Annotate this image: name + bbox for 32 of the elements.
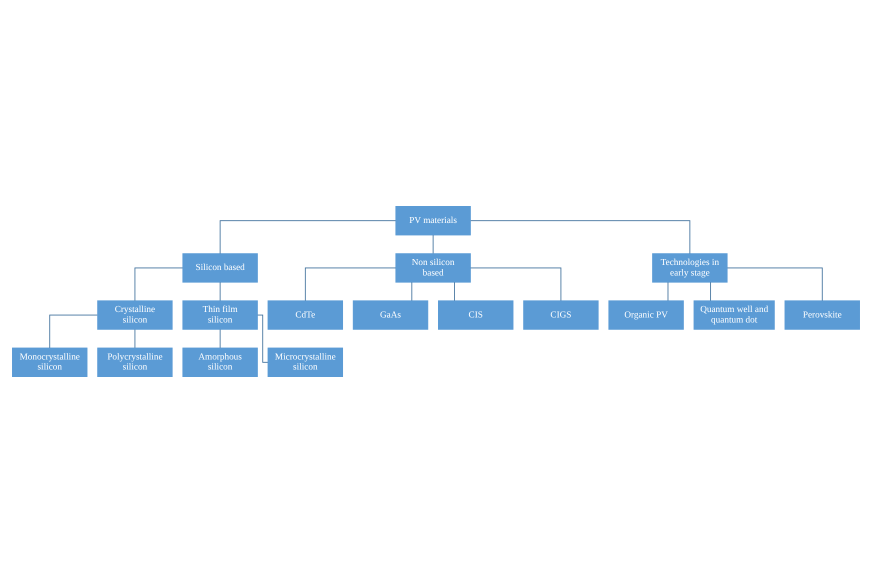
node-box: Microcrystalline silicon <box>268 347 344 376</box>
connector <box>257 314 268 362</box>
node-box: Technologies in early stage <box>652 252 728 282</box>
node-box: CdTe <box>268 300 344 330</box>
connector <box>220 281 221 301</box>
connector <box>49 314 98 348</box>
node-box: Perovskite <box>784 300 860 330</box>
node-box: Silicon based <box>182 252 258 282</box>
node-box: Crystalline silicon <box>97 300 173 330</box>
node-box: Monocrystalline silicon <box>12 347 88 376</box>
node-box: PV materials <box>395 206 471 235</box>
node-box: Amorphous silicon <box>182 347 258 376</box>
connector <box>304 266 396 301</box>
node-box: Organic PV <box>608 300 684 330</box>
connector <box>454 281 455 301</box>
connector <box>220 220 396 254</box>
node-box: CIGS <box>523 300 599 330</box>
connector <box>432 234 434 254</box>
connector <box>134 328 136 348</box>
connector <box>411 281 412 301</box>
node-box: Non silicon based <box>395 252 471 282</box>
connector <box>134 266 183 301</box>
node-box: Polycrystalline silicon <box>97 347 173 376</box>
connector <box>470 266 562 301</box>
connector <box>220 328 221 348</box>
node-box: GaAs <box>352 300 428 330</box>
connector <box>727 266 823 301</box>
connector <box>710 281 712 301</box>
connector <box>470 220 690 254</box>
node-box: CIS <box>438 300 514 330</box>
node-box: Thin film silicon <box>182 300 258 330</box>
node-box: Quantum well and quantum dot <box>694 300 775 330</box>
